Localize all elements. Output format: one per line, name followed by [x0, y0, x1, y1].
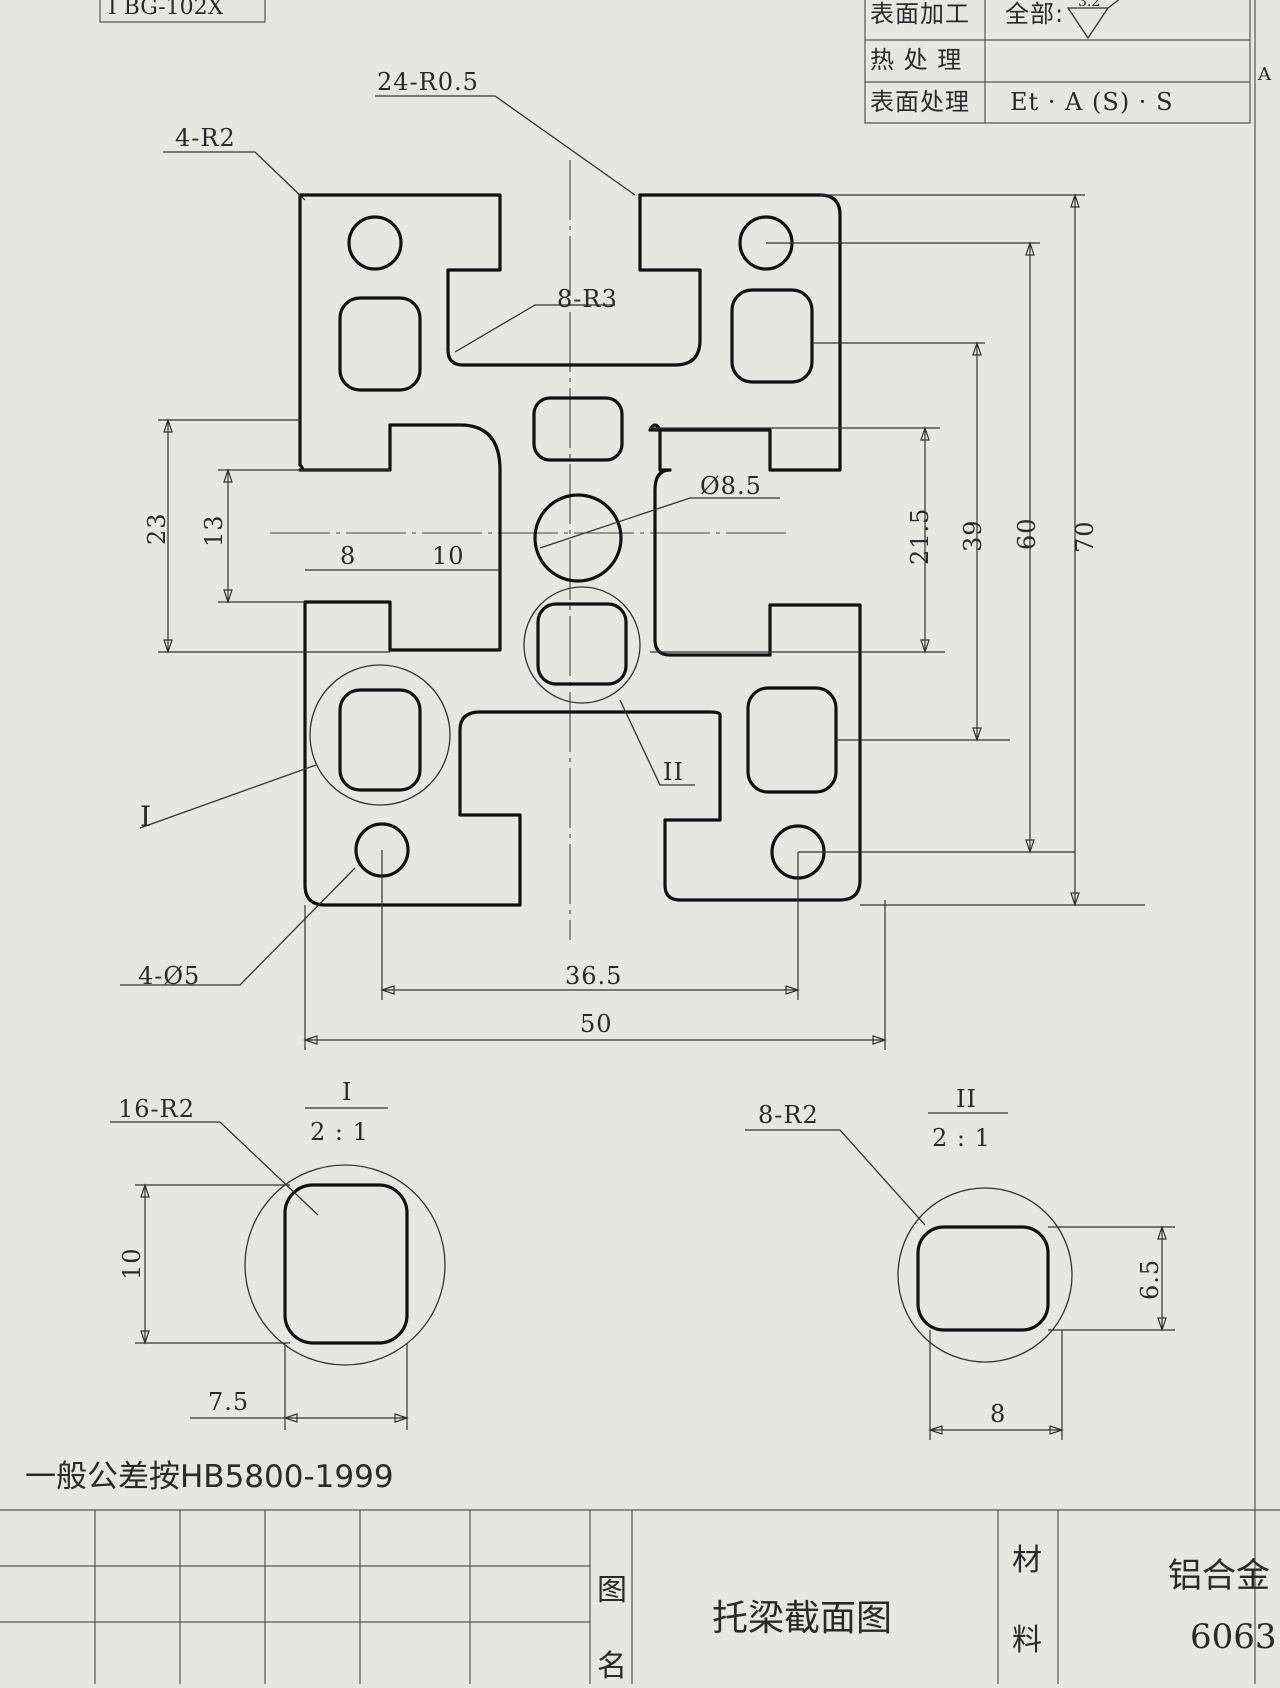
dim-39: 39 — [959, 519, 987, 552]
dim-39-lines — [812, 341, 1010, 742]
detail-II-slot — [916, 1225, 1050, 1332]
corner-label: Ⅰ BG-102X — [108, 0, 224, 20]
material-name: 铝合金 — [1168, 1556, 1270, 1596]
detail-II-width: 8 — [990, 1400, 1006, 1428]
drawing-name-label-1: 图 — [597, 1573, 627, 1608]
detail-I-width-lines — [190, 1343, 409, 1430]
callout-8-R3: 8-R3 — [557, 285, 618, 313]
detail-I-width: 7.5 — [208, 1388, 249, 1416]
leader-center-hole — [539, 497, 780, 549]
slot-lower-right — [746, 686, 838, 794]
detail-circle-I — [309, 664, 451, 806]
detail-I-height-lines — [135, 1183, 290, 1345]
header-row1-label: 表面加工 — [870, 0, 970, 28]
roughness-symbol — [1066, 0, 1120, 40]
detail-I-leader — [110, 1121, 319, 1216]
dim-36.5-lines — [380, 850, 800, 1000]
detail-II-radius: 8-R2 — [758, 1101, 819, 1129]
dim-50-lines — [303, 900, 887, 1050]
leader-detail-II — [619, 699, 695, 786]
detail-II-leader — [745, 1129, 926, 1226]
hole-upper-left — [347, 215, 403, 271]
dim-70: 70 — [1071, 520, 1099, 553]
detail-II-width-lines — [928, 1330, 1064, 1440]
dim-10: 10 — [432, 542, 465, 570]
callout-4-d5: 4-Ø5 — [138, 962, 200, 990]
detail-II-scale: 2 : 1 — [932, 1124, 991, 1152]
title-block: 图 名 托梁截面图 材 料 铝合金 6063 — [0, 1509, 1280, 1684]
detail-II-circle — [897, 1187, 1073, 1363]
callout-center-hole: Ø8.5 — [700, 472, 762, 500]
header-row3-label: 表面处理 — [870, 88, 970, 116]
detail-II-height-lines — [1048, 1225, 1175, 1332]
margin-letter: A — [1257, 64, 1272, 85]
leader-24-R0.5 — [375, 95, 636, 196]
leader-4-d5 — [120, 867, 356, 986]
section-view: 4-R2 24-R0.5 8-R3 Ø8.5 4-Ø5 I II 23 13 8… — [120, 68, 1145, 1050]
roughness-value: 3.2 — [1078, 0, 1100, 10]
drawing-name-label-2: 名 — [597, 1649, 627, 1684]
detail-I-slot — [283, 1183, 409, 1345]
detail-circle-II — [523, 586, 641, 704]
marker-detail-I: I — [140, 800, 151, 833]
detail-II-height: 6.5 — [1136, 1259, 1164, 1300]
dim-23-lines — [158, 418, 390, 654]
material-label-1: 材 — [1012, 1543, 1042, 1578]
marker-detail-II: II — [663, 758, 684, 786]
center-hole — [533, 493, 623, 583]
dim-21.5-lines — [650, 426, 945, 654]
detail-I-scale: 2 : 1 — [310, 1118, 369, 1146]
slot-lower-left — [338, 688, 422, 792]
dim-60: 60 — [1013, 517, 1041, 550]
dim-60-lines — [766, 241, 1075, 854]
dim-23: 23 — [143, 512, 171, 545]
callout-4-R2: 4-R2 — [175, 124, 236, 152]
dim-13-lines — [218, 468, 390, 604]
header-row1-value: 全部: — [1005, 0, 1064, 28]
leader-8-R3 — [454, 304, 615, 353]
profile-outline — [298, 193, 862, 907]
header-table: 表面加工 全部: 3.2 热 处 理 表面处理 Et · A (S) · S A… — [99, 0, 1272, 1684]
slot-upper-left — [338, 296, 422, 392]
detail-I-circle — [244, 1164, 446, 1366]
header-row2-label: 热 处 理 — [870, 46, 962, 74]
dim-70-lines — [820, 193, 1145, 907]
material-label-2: 料 — [1012, 1623, 1042, 1658]
drawing-name: 托梁截面图 — [712, 1598, 892, 1639]
dim-13: 13 — [200, 514, 228, 547]
tolerance-note: 一般公差按HB5800-1999 — [25, 1459, 394, 1495]
dim-21.5: 21.5 — [906, 508, 934, 565]
callout-24-R0.5: 24-R0.5 — [377, 68, 479, 96]
slot-center-lower — [536, 602, 628, 686]
detail-II-label: II — [956, 1085, 977, 1113]
detail-I-view: I 2 : 1 16-R2 10 7.5 — [110, 1078, 446, 1430]
material-grade: 6063 — [1190, 1617, 1277, 1657]
dim-8: 8 — [340, 542, 356, 570]
detail-I-radius: 16-R2 — [118, 1095, 195, 1123]
detail-I-label: I — [342, 1078, 352, 1106]
dim-50: 50 — [580, 1010, 613, 1038]
leader-detail-I — [139, 764, 317, 829]
slot-center-upper — [532, 396, 624, 462]
slot-upper-right — [730, 288, 814, 384]
detail-I-height: 10 — [118, 1247, 146, 1280]
dim-36.5: 36.5 — [565, 962, 622, 990]
header-row3-value: Et · A (S) · S — [1010, 88, 1174, 116]
leader-4-R2 — [163, 151, 306, 201]
detail-II-view: II 2 : 1 8-R2 6.5 8 — [745, 1085, 1175, 1440]
